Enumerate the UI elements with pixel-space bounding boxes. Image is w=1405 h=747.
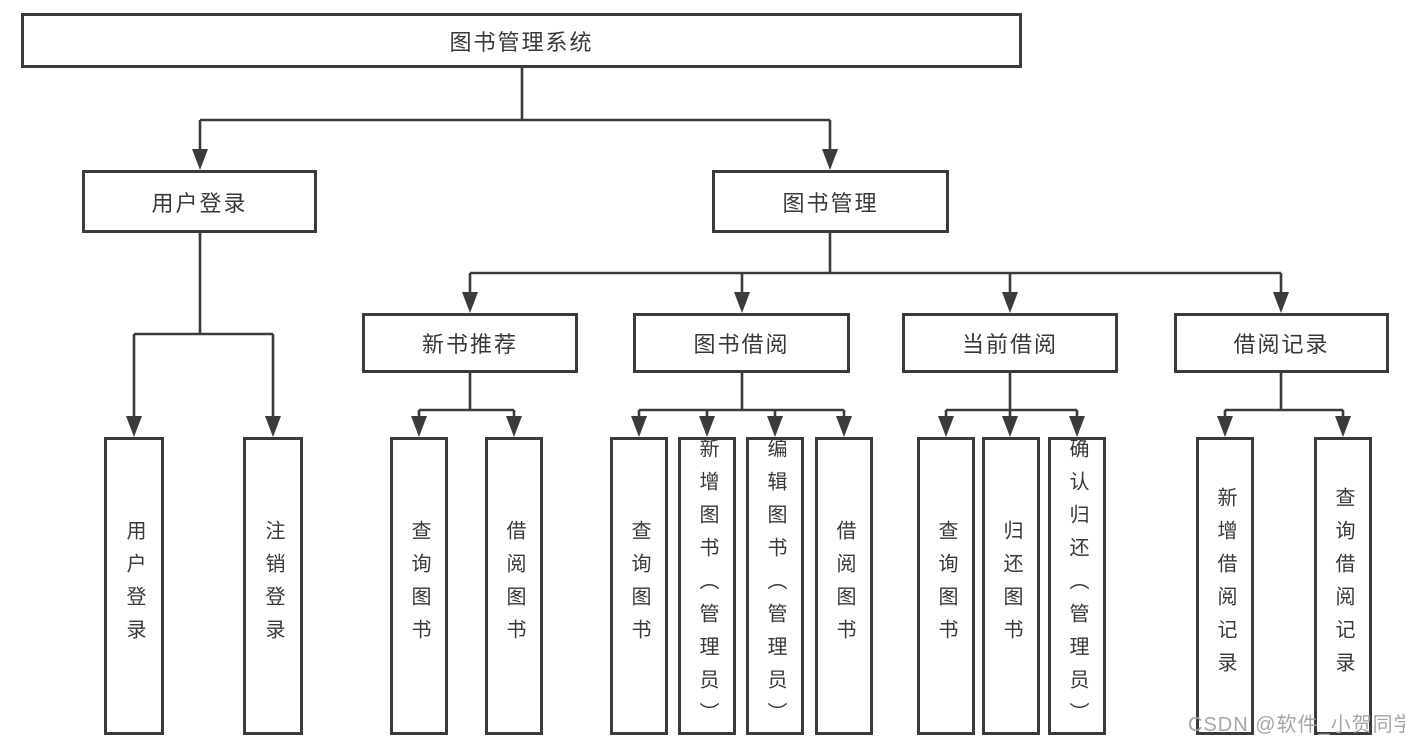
node-label: 图书借阅 — [693, 332, 790, 357]
arrowhead — [192, 149, 208, 170]
arrowhead — [836, 416, 852, 437]
arrowhead — [734, 292, 750, 313]
node-label: 用户登录 — [151, 190, 248, 216]
node-borrow-records: 借阅记录 — [1174, 313, 1389, 373]
leaf-recommend-borrow-books: 借阅图书 — [485, 437, 543, 735]
leaf-logout-login: 注销登录 — [243, 437, 303, 735]
arrowhead — [506, 416, 522, 437]
node-new-book-recommend: 新书推荐 — [362, 313, 578, 373]
arrowhead — [1069, 416, 1085, 437]
node-label: 新增图书（管理员） — [696, 437, 718, 735]
arrowhead — [1273, 292, 1289, 313]
node-label: 新书推荐 — [421, 332, 518, 357]
arrowhead — [767, 416, 783, 437]
arrowhead — [699, 416, 715, 437]
leaf-borrow-add-books-admin: 新增图书（管理员） — [678, 437, 736, 735]
arrowhead — [1002, 292, 1018, 313]
node-label: 用户登录 — [123, 520, 145, 652]
node-label: 归还图书 — [1000, 520, 1022, 652]
node-label: 确认归还（管理员） — [1066, 437, 1088, 735]
node-book-borrow: 图书借阅 — [633, 313, 850, 373]
arrowhead — [1002, 416, 1018, 437]
node-label: 编辑图书（管理员） — [764, 437, 786, 735]
node-label: 查询图书 — [628, 520, 650, 652]
arrowhead — [1335, 416, 1351, 437]
arrowhead — [126, 416, 142, 437]
arrowhead — [938, 416, 954, 437]
leaf-records-query-borrow-record: 查询借阅记录 — [1314, 437, 1372, 735]
leaf-borrow-edit-books-admin: 编辑图书（管理员） — [746, 437, 804, 735]
node-label: 图书管理 — [782, 190, 879, 216]
leaf-current-confirm-return-admin: 确认归还（管理员） — [1048, 437, 1106, 735]
node-label: 当前借阅 — [961, 332, 1058, 357]
node-label: 查询图书 — [935, 520, 957, 652]
node-label: 借阅图书 — [503, 520, 525, 652]
node-label: 新增借阅记录 — [1214, 487, 1236, 685]
arrowhead — [1217, 416, 1233, 437]
node-book-management: 图书管理 — [712, 170, 949, 233]
leaf-records-add-borrow-record: 新增借阅记录 — [1196, 437, 1254, 735]
arrowhead — [411, 416, 427, 437]
leaf-current-return-books: 归还图书 — [982, 437, 1040, 735]
node-label: 借阅记录 — [1233, 332, 1330, 357]
leaf-user-login: 用户登录 — [104, 437, 164, 735]
node-user-login: 用户登录 — [82, 170, 317, 233]
leaf-borrow-borrow-books: 借阅图书 — [815, 437, 873, 735]
leaf-recommend-query-books: 查询图书 — [390, 437, 448, 735]
node-label: 查询借阅记录 — [1332, 487, 1354, 685]
node-label: 图书管理系统 — [449, 29, 594, 55]
arrowhead — [631, 416, 647, 437]
csdn-watermark: CSDN @软件_小贺同学 — [1188, 714, 1405, 736]
arrowhead — [265, 416, 281, 437]
node-label: 借阅图书 — [833, 520, 855, 652]
node-current-borrow: 当前借阅 — [902, 313, 1118, 373]
arrowhead — [462, 292, 478, 313]
arrowhead — [822, 149, 838, 170]
node-library-management-system: 图书管理系统 — [21, 13, 1022, 68]
leaf-borrow-query-books: 查询图书 — [610, 437, 668, 735]
leaf-current-query-books: 查询图书 — [917, 437, 975, 735]
node-label: 注销登录 — [262, 520, 284, 652]
node-label: 查询图书 — [408, 520, 430, 652]
